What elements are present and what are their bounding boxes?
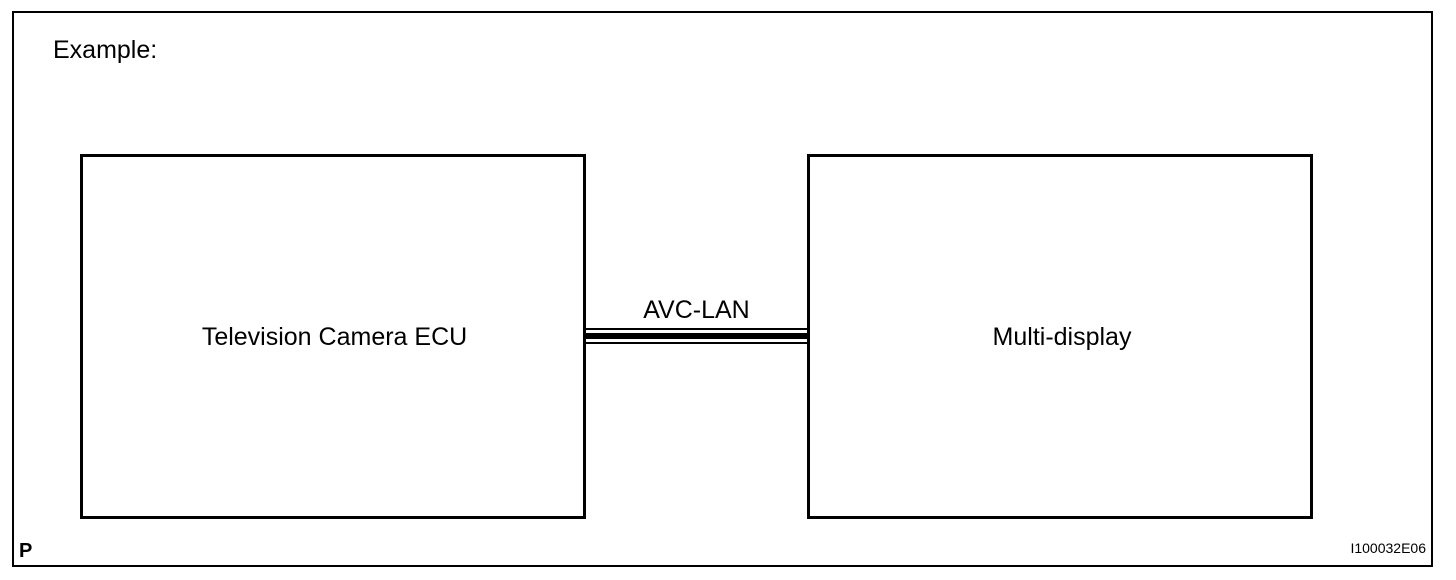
multi-display-box: Multi-display bbox=[807, 154, 1313, 519]
television-camera-ecu-label: Television Camera ECU bbox=[201, 322, 468, 351]
bus-line-middle bbox=[586, 333, 807, 339]
television-camera-ecu-box: Television Camera ECU bbox=[80, 154, 586, 519]
bus-line-top bbox=[586, 328, 807, 330]
page-letter: P bbox=[19, 540, 33, 562]
multi-display-label: Multi-display bbox=[992, 322, 1132, 351]
figure-code: I100032E06 bbox=[1350, 540, 1426, 556]
example-heading: Example: bbox=[53, 36, 158, 64]
diagram-frame bbox=[12, 11, 1433, 567]
avc-lan-label: AVC-LAN bbox=[643, 296, 750, 324]
avc-lan-bus-connector bbox=[586, 328, 807, 344]
bus-line-bottom bbox=[586, 342, 807, 344]
